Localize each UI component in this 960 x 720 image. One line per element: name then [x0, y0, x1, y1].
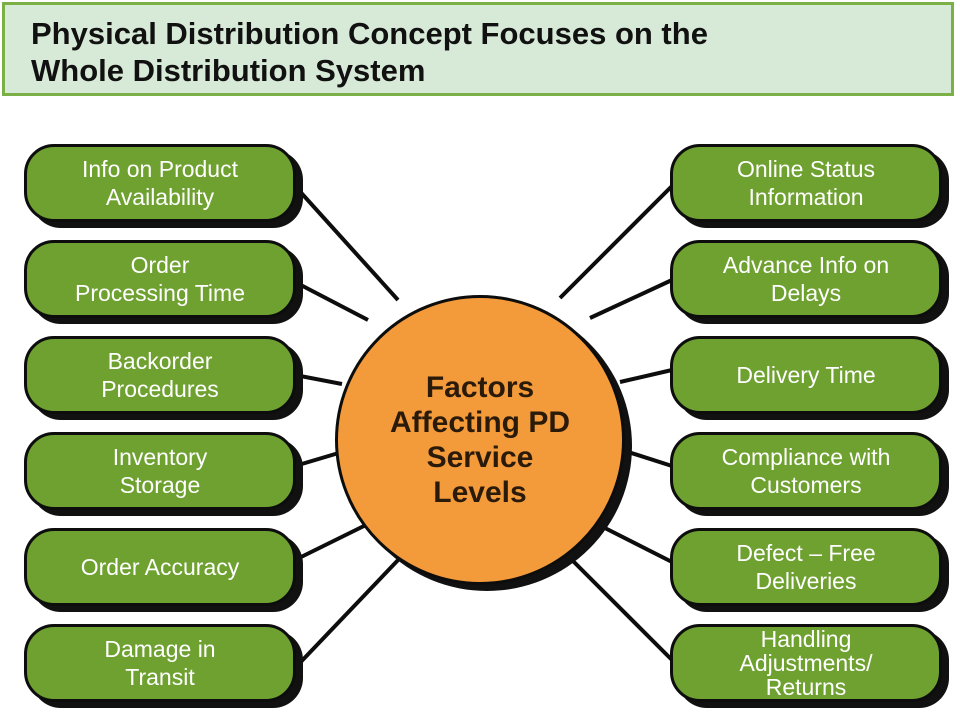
factor-label: Compliance with Customers — [721, 444, 891, 498]
connector-left-6 — [293, 556, 402, 670]
center-hub: Factors Affecting PD Service Levels — [335, 295, 625, 585]
page-title: Physical Distribution Concept Focuses on… — [31, 16, 708, 88]
factor-online-status-information: Online Status Information — [670, 144, 942, 222]
factor-label: Backorder Procedures — [101, 348, 219, 402]
factor-label: Inventory Storage — [112, 444, 208, 498]
connector-right-1 — [558, 184, 674, 300]
connector-right-4 — [621, 448, 673, 468]
factor-order-accuracy: Order Accuracy — [24, 528, 296, 606]
factor-label: Online Status Information — [736, 156, 876, 210]
connector-left-4 — [294, 450, 343, 468]
factor-label: Order Processing Time — [74, 252, 245, 306]
connector-left-1 — [293, 184, 400, 302]
title-banner: Physical Distribution Concept Focuses on… — [2, 2, 954, 96]
factor-label: Order Accuracy — [80, 554, 240, 580]
factor-backorder-procedures: Backorder Procedures — [24, 336, 296, 414]
factor-delivery-time: Delivery Time — [670, 336, 942, 414]
factor-inventory-storage: Inventory Storage — [24, 432, 296, 510]
factor-label: Advance Info on Delays — [722, 252, 890, 306]
connector-right-6 — [566, 554, 674, 662]
factor-damage-in-transit: Damage in Transit — [24, 624, 296, 702]
connector-right-3 — [619, 368, 673, 384]
connector-left-3 — [294, 373, 343, 386]
factor-handling-adjustments-returns: Handling Adjustments/ Returns — [670, 624, 942, 702]
connector-left-2 — [294, 280, 369, 322]
factor-label: Damage in Transit — [104, 636, 216, 690]
factor-advance-info-on-delays: Advance Info on Delays — [670, 240, 942, 318]
factor-label: Defect – Free Deliveries — [736, 540, 876, 594]
connector-left-5 — [294, 520, 373, 562]
center-label: Factors Affecting PD Service Levels — [390, 371, 570, 509]
factor-label: Info on Product Availability — [82, 156, 238, 210]
factor-order-processing-time: Order Processing Time — [24, 240, 296, 318]
factor-defect-free-deliveries: Defect – Free Deliveries — [670, 528, 942, 606]
connector-right-5 — [594, 521, 673, 564]
factor-label: Handling Adjustments/ Returns — [739, 626, 873, 700]
connector-right-2 — [589, 278, 673, 320]
factor-compliance-with-customers: Compliance with Customers — [670, 432, 942, 510]
factor-label: Delivery Time — [736, 362, 876, 388]
factor-info-on-product-availability: Info on Product Availability — [24, 144, 296, 222]
